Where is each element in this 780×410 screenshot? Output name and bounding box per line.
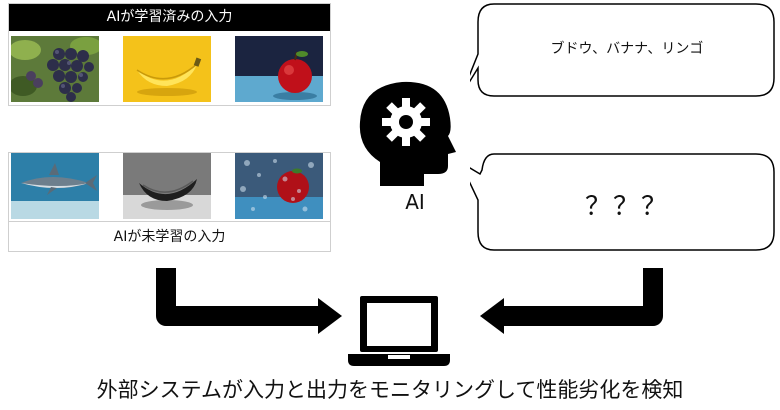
diagram-caption: 外部システムが入力と出力をモニタリングして性能劣化を検知 — [96, 378, 684, 402]
untrained-input-panel: AIが未学習の入力 — [8, 152, 331, 252]
arrow-left-icon — [480, 268, 663, 334]
known-output-bubble — [470, 3, 775, 97]
untrained-panel-title: AIが未学習の入力 — [9, 221, 330, 251]
banana-image — [123, 36, 211, 102]
grapes-image — [11, 36, 99, 102]
rain-covered-apple-image — [235, 153, 323, 219]
arrow-right-icon — [156, 268, 342, 334]
trained-input-panel: AIが学習済みの入力 — [8, 3, 331, 106]
grayscale-banana-image — [123, 153, 211, 219]
shark-image — [11, 153, 99, 219]
trained-panel-title: AIが学習済みの入力 — [9, 4, 330, 31]
apple-image — [235, 36, 323, 102]
unknown-output-text: ？？？ — [584, 192, 669, 222]
head-with-gear-icon — [359, 81, 456, 186]
ai-label: AI — [405, 190, 425, 214]
known-output-text: ブドウ、バナナ、リンゴ — [550, 41, 704, 57]
unknown-output-bubble — [470, 153, 775, 251]
speech-bubbles — [470, 3, 775, 251]
laptop-icon — [348, 296, 450, 366]
